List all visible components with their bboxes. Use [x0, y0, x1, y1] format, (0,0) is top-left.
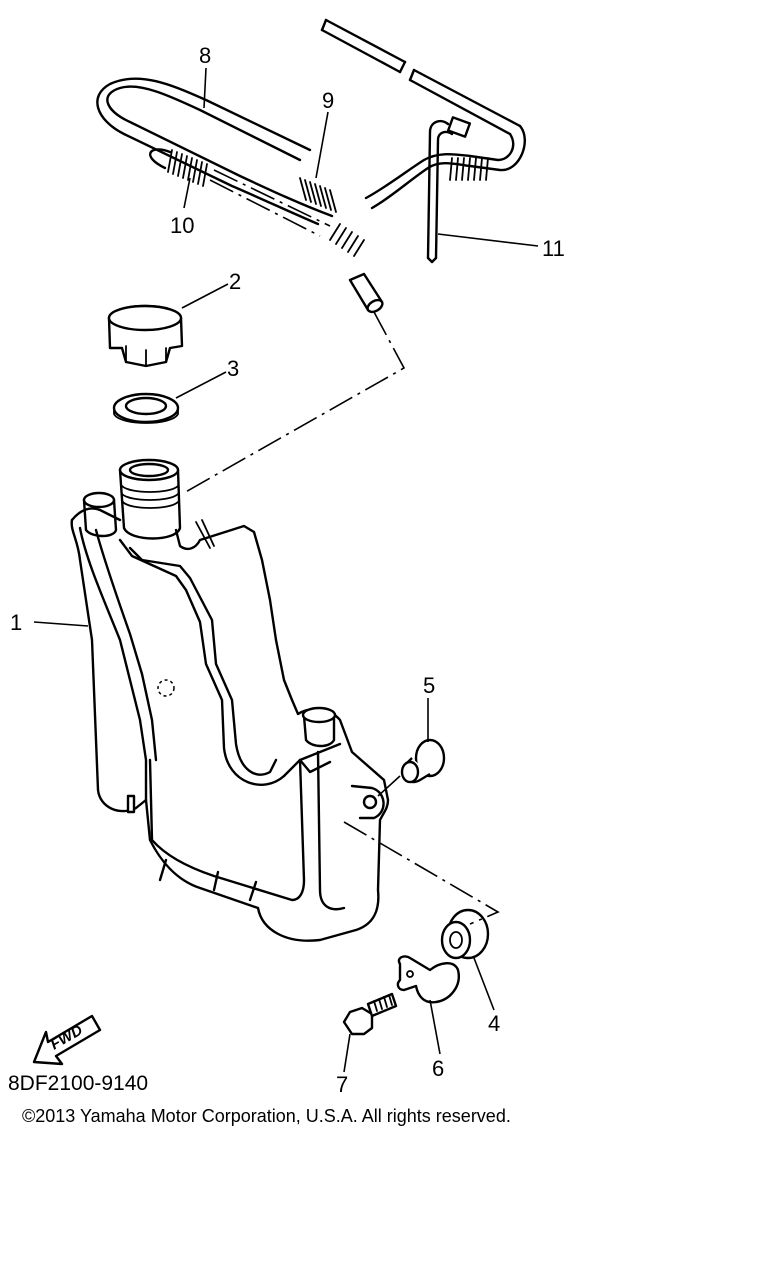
callout-8: 8 — [199, 43, 211, 68]
leader-lines — [33, 67, 539, 1073]
spring-10 — [149, 148, 384, 314]
spring-coil-right — [449, 157, 489, 181]
oil-tank — [70, 458, 390, 942]
vent-hose-straight — [320, 18, 522, 136]
damper-4 — [440, 908, 490, 960]
hose-8 — [96, 77, 526, 226]
callout-7: 7 — [336, 1072, 348, 1097]
cap-gasket — [112, 392, 180, 424]
fwd-arrow-icon: FWD — [32, 1014, 102, 1066]
callout-1: 1 — [10, 610, 22, 635]
callout-9: 9 — [322, 88, 334, 113]
grommet-5 — [377, 738, 446, 797]
callout-2: 2 — [229, 269, 241, 294]
copyright-notice: ©2013 Yamaha Motor Corporation, U.S.A. A… — [22, 1106, 511, 1126]
breather-pipe-11 — [426, 116, 472, 264]
callout-5: 5 — [423, 673, 435, 698]
callout-labels: 1 2 3 4 5 6 7 8 9 10 11 — [10, 43, 565, 1097]
hose-assembly — [96, 18, 526, 495]
callout-4: 4 — [488, 1011, 500, 1036]
bolt-7 — [342, 992, 398, 1036]
callout-6: 6 — [432, 1056, 444, 1081]
spring-9 — [299, 177, 337, 213]
tank-cap — [107, 304, 184, 368]
callout-3: 3 — [227, 356, 239, 381]
callout-10: 10 — [170, 213, 194, 238]
callout-11: 11 — [542, 236, 565, 261]
part-code: 8DF2100-9140 — [8, 1072, 149, 1095]
clamp-6 — [396, 955, 460, 1004]
